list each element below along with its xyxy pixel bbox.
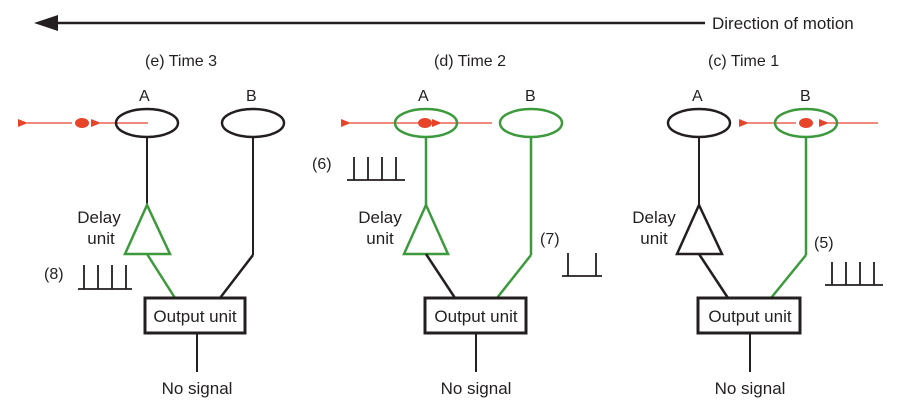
panel-title: (c) Time 1 <box>708 53 779 70</box>
stimulus-dot <box>418 118 432 128</box>
delay-label: unit <box>87 229 115 248</box>
marker-label: (6) <box>312 156 332 173</box>
b-to-output-line <box>770 254 807 299</box>
result-label: No signal <box>162 379 233 398</box>
panel-title: (e) Time 3 <box>145 53 217 70</box>
b-to-output-line <box>219 254 254 299</box>
marker-label: (7) <box>540 231 560 248</box>
receptor-b-label: B <box>525 88 536 105</box>
receptor-b-label: B <box>800 88 811 105</box>
b-to-output-line <box>496 254 532 299</box>
receptor-a-label: A <box>692 88 703 105</box>
delay-to-output-line <box>697 253 730 299</box>
output-unit-label: Output unit <box>434 307 517 326</box>
delay-to-output-line <box>424 253 457 299</box>
delay-unit-triangle <box>675 202 724 256</box>
marker-label: (8) <box>44 266 64 283</box>
stimulus-dot <box>75 118 89 128</box>
delay-unit-triangle <box>402 201 450 256</box>
panel-time-1: (c) Time 1 A B Delay unit (5) Output uni… <box>632 53 883 398</box>
result-label: No signal <box>715 379 786 398</box>
spike-train <box>78 265 132 290</box>
receptor-b <box>498 107 564 139</box>
delay-label: unit <box>640 229 668 248</box>
delay-label: Delay <box>632 208 676 227</box>
spike-train <box>347 157 405 181</box>
panel-time-3: (e) Time 3 A B Delay unit (8) Output uni… <box>18 53 286 398</box>
delay-label: Delay <box>358 208 402 227</box>
receptor-b <box>220 107 286 139</box>
stimulus-dot <box>799 118 813 128</box>
direction-arrow <box>34 15 705 31</box>
receptor-a-label: A <box>418 88 429 105</box>
panel-title: (d) Time 2 <box>434 53 506 70</box>
panel-time-2: (d) Time 2 A B Delay unit (6) (7) Output… <box>312 53 602 398</box>
delay-label: unit <box>366 229 394 248</box>
direction-label: Direction of motion <box>712 14 854 33</box>
output-unit-label: Output unit <box>153 307 236 326</box>
receptor-b-label: B <box>246 88 257 105</box>
output-unit-box <box>696 296 802 335</box>
output-unit-label: Output unit <box>708 307 791 326</box>
receptor-a-label: A <box>139 88 150 105</box>
spike-train <box>562 253 602 277</box>
result-label: No signal <box>441 379 512 398</box>
delay-unit-triangle <box>123 202 172 256</box>
delay-to-output-line <box>145 253 177 299</box>
output-unit-box <box>143 296 247 335</box>
receptor-a <box>666 107 732 139</box>
spike-train <box>825 262 883 286</box>
marker-label: (5) <box>814 235 834 252</box>
delay-label: Delay <box>77 208 121 227</box>
